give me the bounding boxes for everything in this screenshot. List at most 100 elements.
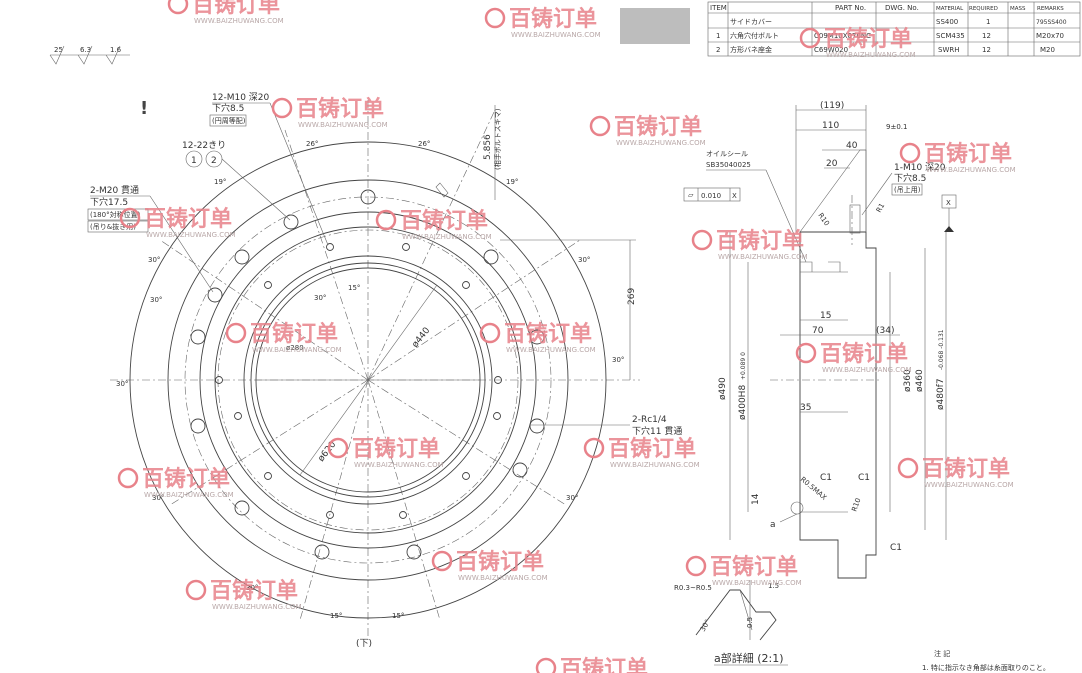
dim-r10-a: R10: [816, 212, 830, 228]
view-label: (下): [356, 639, 372, 649]
th-part-no: PART No.: [835, 4, 866, 12]
watermark-brand: 百铸订单: [456, 549, 544, 575]
front-view: 269 5.856 (相手ボルトスキマ) ø440 ø620 ø280 26° …: [87, 92, 682, 649]
detail-dim: R0.3~R0.5: [674, 584, 712, 592]
finish-25: 25: [54, 46, 63, 54]
dim-phi400-tol: +0.089 0: [740, 352, 747, 380]
watermark: 百铸订单 WWW.BAIZHUWANG.COM: [795, 341, 912, 374]
chamfer-c1-a: C1: [820, 473, 832, 483]
item-marker-1: 1: [191, 156, 197, 166]
th-mass: MASS: [1010, 6, 1026, 12]
watermark-brand: 百铸订单: [824, 26, 912, 52]
finish-6-3: 6.3: [80, 46, 91, 54]
dim-20: 20: [826, 159, 838, 169]
dim-phi480: ø480f7: [936, 378, 946, 410]
watermark-brand: 百铸订单: [400, 208, 488, 234]
callout-line: 下穴8.5: [894, 172, 926, 184]
chamfer-c1-c: C1: [890, 543, 902, 553]
detail-view: R0.3~R0.5 1.5 30° 0.5 a部詳細 (2:1): [674, 580, 788, 666]
dim-15: 15: [820, 311, 831, 321]
th-material: MATERIAL: [936, 6, 964, 12]
watermark-brand: 百铸订单: [296, 96, 384, 122]
angle-label: 30°: [246, 584, 258, 592]
row2-item: 2: [716, 46, 720, 54]
row2-name: 方形バネ座金: [730, 45, 772, 54]
watermark: 百铸订单 WWW.BAIZHUWANG.COM: [119, 206, 236, 239]
datum-label: X: [946, 199, 951, 207]
angle-label: 19°: [506, 178, 518, 186]
angle-label: 30°: [612, 356, 624, 364]
watermark: 百铸订单 WWW.BAIZHUWANG.COM: [117, 466, 234, 499]
watermark-url: WWW.BAIZHUWANG.COM: [212, 603, 302, 611]
watermark: 百铸订单 WWW.BAIZHUWANG.COM: [691, 228, 808, 261]
angle-label: 30°: [566, 494, 578, 502]
watermark: 百铸订单 WWW.BAIZHUWANG.COM: [479, 321, 596, 354]
watermark-url: WWW.BAIZHUWANG.COM: [926, 166, 1016, 174]
row2-qty: 12: [982, 46, 991, 54]
watermark: 百铸订单 WWW.BAIZHUWANG.COM: [431, 549, 548, 582]
item-markers: 12-22きり 1 2: [182, 140, 291, 221]
row0-name: サイドカバー: [730, 18, 772, 26]
watermark: 百铸订单 WWW.BAIZHUWANG.COM: [375, 208, 492, 241]
callout-line: (吊上用): [894, 185, 921, 194]
angle-label: 30°: [116, 380, 128, 388]
watermark-brand: 百铸订单: [924, 141, 1012, 167]
row1-remarks: M20x70: [1036, 32, 1064, 40]
mark-glyph: !: [140, 98, 148, 119]
dim-phi440: ø440: [410, 326, 432, 350]
dim-phi400: ø400H8: [738, 385, 748, 420]
watermark: 百铸订单 WWW.BAIZHUWANG.COM: [185, 578, 302, 611]
dim-phi620: ø620: [316, 440, 338, 464]
detail-dim: 0.5: [746, 617, 754, 628]
callout-line: 下穴11 貫通: [632, 425, 682, 437]
watermark-url: WWW.BAIZHUWANG.COM: [924, 481, 1014, 489]
dim-phi490: ø490: [718, 377, 728, 400]
angle-label: 19°: [214, 178, 226, 186]
chamfer-c1-b: C1: [858, 473, 870, 483]
row1-item: 1: [716, 32, 720, 40]
callout-12-m10: 12-M10 深20 下穴8.5 (円周等配): [209, 92, 329, 246]
watermark-brand: 百铸订单: [560, 656, 648, 673]
watermark-brand: 百铸订单: [352, 436, 440, 462]
watermark: 百铸订单 WWW.BAIZHUWANG.COM: [484, 6, 601, 39]
parallel-icon: ▱: [688, 191, 694, 199]
watermark-brand: 百铸订单: [608, 436, 696, 462]
callout-line: 下穴17.5: [90, 196, 128, 208]
watermark: 百铸订单 WWW.BAIZHUWANG.COM: [897, 456, 1014, 489]
row0-qty: 1: [986, 18, 990, 26]
datum-x: X: [941, 194, 957, 232]
dim-14: 14: [751, 493, 761, 505]
watermark-brand: 百铸订单: [504, 321, 592, 347]
notes: 注 記 1. 特に指示なき角部は糸面取りのこと。: [922, 649, 1050, 672]
dim-phi480-tol: -0.068 -0.131: [938, 329, 945, 370]
datum-triangle-icon: [944, 226, 954, 232]
row2-material: SWRH: [938, 46, 960, 54]
angle-label: 15°: [392, 612, 404, 620]
watermark-url: WWW.BAIZHUWANG.COM: [298, 121, 388, 129]
watermark-url: WWW.BAIZHUWANG.COM: [252, 346, 342, 354]
row1-qty: 12: [982, 32, 991, 40]
item-marker-label: 12-22きり: [182, 140, 226, 151]
watermark: 百铸订单 WWW.BAIZHUWANG.COM: [799, 26, 916, 59]
watermark: 百铸订单 WWW.BAIZHUWANG.COM: [899, 141, 1016, 174]
callout-line: 2-Rc1/4: [632, 415, 667, 425]
watermark: 百铸订单 WWW.BAIZHUWANG.COM: [167, 0, 284, 25]
watermark-url: WWW.BAIZHUWANG.COM: [826, 51, 916, 59]
row0-material: SS400: [936, 18, 958, 26]
watermark: 百铸订单 WWW.BAIZHUWANG.COM: [685, 554, 802, 587]
flatness-tolerance: ▱ 0.010 X: [683, 187, 741, 202]
callout-line: 下穴8.5: [212, 102, 244, 114]
watermark-brand: 百铸订单: [509, 6, 597, 32]
watermark-url: WWW.BAIZHUWANG.COM: [354, 461, 444, 469]
notes-line-1: 1. 特に指示なき角部は糸面取りのこと。: [922, 663, 1050, 672]
callout-line: (180°対称位置): [90, 210, 141, 219]
th-dwg-no: DWG. No.: [885, 4, 919, 12]
watermark-brand: 百铸订单: [710, 554, 798, 580]
watermark-brand: 百铸订单: [614, 114, 702, 140]
callout-1-m10: 1-M10 深20 下穴8.5 (吊上用): [861, 162, 946, 216]
row2-remarks: M20: [1040, 46, 1055, 54]
angle-label: 26°: [418, 140, 430, 148]
angle-label: 26°: [306, 140, 318, 148]
dim-110: 110: [822, 121, 839, 131]
dim-269: 269: [627, 288, 637, 305]
